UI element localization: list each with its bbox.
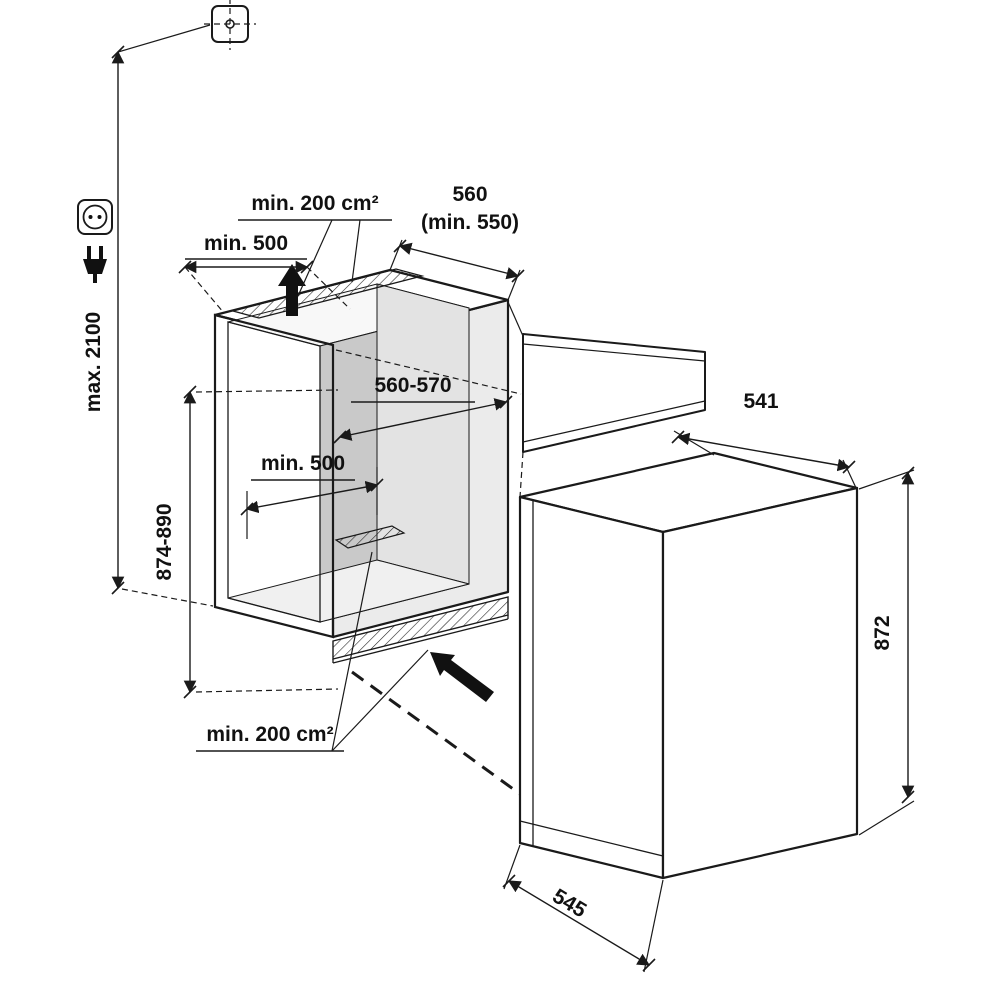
alignment-dashed-line	[351, 670, 521, 796]
label-niche-width: 560	[452, 183, 487, 206]
dim-niche-height: 874-890	[153, 385, 339, 699]
label-appliance-depth: 541	[743, 390, 778, 413]
label-vent-top: min. 200 cm²	[251, 192, 378, 215]
appliance-kick-line	[519, 820, 664, 857]
callout-vent-top: min. 200 cm²	[238, 192, 392, 297]
appliance-front-face	[518, 495, 665, 880]
dim-top-depth: min. 500	[178, 232, 351, 314]
label-appliance-front-depth: 545	[548, 885, 590, 923]
dim-appliance-height: 872	[858, 466, 915, 836]
airflow-in-arrow	[430, 652, 494, 702]
appliance-right-face	[661, 486, 859, 880]
dim-niche-width: 560 (min. 550)	[389, 183, 525, 301]
ceiling-fixing-icon	[117, 0, 256, 53]
dim-max-height: max. 2100	[82, 45, 214, 607]
niche-interior-back-wall	[376, 283, 470, 585]
niche-front-opening	[213, 313, 335, 639]
label-vent-bottom: min. 200 cm²	[206, 723, 333, 746]
door-panel	[335, 301, 706, 498]
appliance-drawing	[518, 451, 859, 880]
dim-inner-clearance: min. 500	[240, 452, 384, 539]
label-niche-height: 874-890	[153, 503, 176, 580]
label-max-height: max. 2100	[82, 312, 105, 412]
airflow-up-arrow	[278, 264, 306, 316]
dim-appliance-depth: 541	[671, 390, 858, 491]
plug-icon	[83, 246, 107, 283]
socket-icon	[77, 199, 113, 235]
callout-vent-bottom: min. 200 cm²	[196, 551, 429, 752]
door-panel-face	[522, 333, 706, 453]
label-appliance-height: 872	[871, 615, 894, 650]
label-niche-depth: 560-570	[374, 374, 451, 397]
niche-opening-inner-frame	[227, 321, 321, 623]
label-inner-clearance: min. 500	[261, 452, 345, 475]
floor-vent-hatch	[334, 525, 406, 549]
label-top-depth: min. 500	[204, 232, 288, 255]
label-niche-width-min: (min. 550)	[421, 211, 519, 234]
niche-drawing	[213, 264, 521, 796]
dim-niche-depth: 560-570	[333, 374, 513, 444]
